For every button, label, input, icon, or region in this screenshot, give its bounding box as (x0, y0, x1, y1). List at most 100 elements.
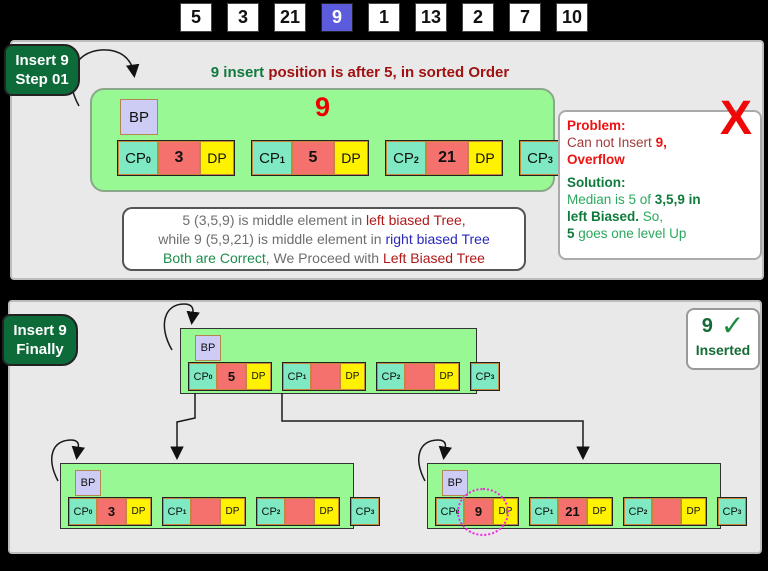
data-pointer-cell: DP (246, 363, 271, 390)
data-pointer-cell: DP (681, 498, 706, 525)
text-segment: goes one level Up (574, 226, 687, 241)
problem-solution-box: X Problem: Can not Insert 9, Overflow So… (558, 95, 762, 260)
inserted-label: Inserted (695, 342, 751, 358)
problem-lines: Problem: Can not Insert 9, Overflow Solu… (567, 117, 753, 242)
inserted-badge: 9 ✓ Inserted (686, 308, 760, 370)
data-pointer-cell: DP (468, 141, 502, 175)
text-segment: left Biased. (567, 209, 640, 224)
text-segment: Solution: (567, 175, 626, 190)
bp-cell: BP (195, 335, 221, 361)
number-box: 21 (273, 3, 306, 32)
text-segment: Median is 5 of (567, 192, 655, 207)
text-segment: 9, (655, 135, 667, 150)
solution-line: Median is 5 of 3,5,9 in (567, 191, 753, 208)
pending-key-9: 9 (314, 92, 331, 122)
data-pointer-cell: DP (587, 498, 612, 525)
number-box: 2 (462, 3, 495, 32)
step-label-line: Finally (16, 341, 64, 358)
data-pointer-cell: DP (493, 498, 518, 525)
text-segment: Overflow (567, 152, 625, 167)
number-box: 1 (367, 3, 400, 32)
step-01-label: Insert 9 Step 01 (4, 44, 80, 96)
data-pointer-cell: DP (340, 363, 365, 390)
key-cell: 3 (97, 498, 126, 525)
bias-info-box: 5 (3,5,9) is middle element in left bias… (122, 207, 526, 271)
problem-line: Problem: (567, 117, 753, 134)
text-segment: Both are Correct (163, 250, 266, 266)
solution-line: 5 goes one level Up (567, 225, 753, 242)
problem-line: Can not Insert 9, (567, 134, 753, 151)
solution-line: left Biased. So, (567, 208, 753, 225)
data-pointer-cell: DP (220, 498, 245, 525)
text-segment: while 9 (5,9,21) is middle element in (158, 231, 386, 247)
key-cell: 5 (292, 141, 334, 175)
key-cell: 21 (558, 498, 587, 525)
number-box: 10 (556, 3, 589, 32)
key-cell (652, 498, 681, 525)
key-cell (285, 498, 314, 525)
number-box: 13 (414, 3, 448, 32)
number-box: 5 (179, 3, 212, 32)
finally-label: Insert 9 Finally (2, 314, 78, 366)
data-pointer-cell: DP (314, 498, 339, 525)
text-segment: Can not Insert (567, 135, 656, 150)
data-pointer-cell: DP (434, 363, 459, 390)
bp-cell: BP (75, 470, 101, 496)
key-cell: 3 (158, 141, 200, 175)
key-cell (311, 363, 340, 390)
checkmark-icon: ✓ (720, 310, 745, 341)
key-cell: 5 (217, 363, 246, 390)
step-label-line: Insert 9 (13, 322, 67, 339)
info-line: Both are Correct, We Proceed with Left B… (124, 249, 524, 268)
info-line: while 9 (5,9,21) is middle element in ri… (124, 230, 524, 249)
key-cell (191, 498, 220, 525)
data-pointer-cell: DP (126, 498, 151, 525)
text-segment: , We Proceed with (265, 250, 383, 266)
step-label-line: Insert 9 (15, 52, 69, 69)
text-segment: 9 insert (210, 64, 269, 81)
text-segment: left biased Tree, (366, 212, 466, 228)
number-box: 3 (226, 3, 259, 32)
key-cell: 21 (426, 141, 468, 175)
key-cell-circled: 9 (457, 488, 509, 536)
text-segment: So, (639, 209, 664, 224)
text-segment: 5 (3,5,9) is middle element in (182, 212, 366, 228)
problem-line: Overflow (567, 151, 753, 168)
text-segment: Left Biased Tree (383, 250, 485, 266)
insert-position-heading: 9 insert position is after 5, in sorted … (160, 64, 560, 81)
